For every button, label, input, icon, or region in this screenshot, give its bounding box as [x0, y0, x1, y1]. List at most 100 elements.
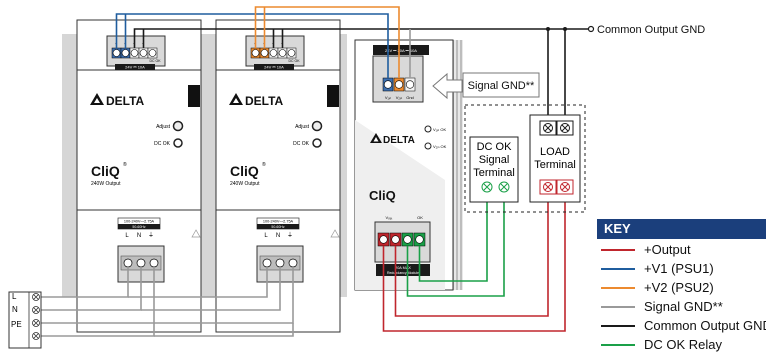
psu2-front-panel: [215, 69, 341, 211]
v2-ok-led-icon: [424, 142, 432, 150]
psu1-front-panel: [76, 69, 202, 211]
psu2: + + − − DC OK 24V ⎓ 10A DELTA Adjust DC …: [205, 19, 347, 333]
wire-v1: [115, 13, 389, 78]
psu1-output-label: 240W Output: [91, 181, 121, 187]
psu2-side-stripe: [327, 85, 339, 107]
wire-plus-output: [382, 192, 566, 332]
redundancy-v2-ok-label: V₂ᵢₙ OK: [433, 144, 447, 149]
psu2-adjust-label: Adjust: [295, 124, 310, 130]
redundancy-top-rating: 24V ⎓ 20A ⎓ 10A: [385, 48, 417, 53]
psu2-brand: DELTA: [245, 94, 284, 108]
field-terminals-dashed-frame: [464, 104, 586, 213]
mains-label-n: N: [12, 305, 18, 314]
redundancy-input-label: V₁ᵢₙ: [385, 95, 392, 100]
redundancy-out-label: Vₒᵤₜ: [386, 215, 393, 220]
mains-terminal: L N PE: [8, 291, 42, 349]
key-label: +Output: [644, 242, 691, 257]
wire-v2: [254, 6, 400, 78]
signal-gnd-callout: Signal GND**: [432, 72, 540, 100]
dcok-terminal-label: Terminal: [473, 167, 515, 179]
psu1-series-logo: CliQ: [91, 163, 120, 179]
key-legend: KEY +Output +V1 (PSU1) +V2 (PSU2) Signal…: [597, 219, 766, 356]
wire-plus-output: [394, 192, 549, 317]
psu2-input-label: L: [264, 233, 268, 239]
psu2-output-screws: [250, 47, 297, 59]
psu1: + + − − DC OK 24V ⎓ 10A DELTA Adjust DC …: [62, 19, 214, 333]
psu1-input-label: N: [137, 233, 141, 239]
psu2-series-mark: ®: [262, 161, 266, 168]
dcok-signal-terminal: [469, 136, 519, 203]
psu2-terminal-label: DC OK: [288, 59, 300, 63]
wire-dcok-relay: [406, 192, 505, 297]
dcok-terminal-label: DC OK: [477, 141, 513, 153]
wire-common-gnd: [133, 28, 591, 48]
psu1-input-label: L: [125, 233, 129, 239]
key-swatch-v1: [601, 268, 635, 270]
redundancy-top-strip: [373, 45, 429, 55]
redundancy-v1-ok-label: V₁ᵢₙ OK: [433, 127, 446, 132]
key-swatch-v2: [601, 287, 635, 289]
redundancy-module: 24V ⎓ 20A ⎓ 10A V₁ᵢₙ V₂ᵢₙ Gnd DELTA V₁ᵢₙ…: [354, 39, 463, 291]
redundancy-ok-label: OK: [417, 215, 423, 220]
key-label: +V1 (PSU1): [644, 261, 714, 276]
key-label: Common Output GND: [644, 318, 766, 333]
junction-dot: [563, 27, 567, 31]
psu2-input-label: N: [276, 233, 280, 239]
psu2-input-label: ⏚: [287, 232, 293, 239]
key-swatch-common-gnd: [601, 325, 635, 327]
psu2-dcok-label: DC OK: [293, 141, 310, 147]
warning-icon: [330, 229, 340, 238]
mains-label-l: L: [12, 292, 17, 301]
redundancy-brand: DELTA: [383, 135, 415, 146]
psu1-series-mark: ®: [123, 161, 127, 168]
redundancy-input-label: V₂ᵢₙ: [396, 95, 403, 100]
key-item: Common Output GND: [597, 317, 766, 335]
load-terminal-label: Terminal: [534, 159, 576, 171]
key-label: Signal GND**: [644, 299, 723, 314]
key-item: +Output: [597, 241, 766, 259]
field-terminals: DC OK Signal Terminal LOAD Terminal: [464, 104, 586, 213]
load-terminal-label: LOAD: [540, 146, 570, 158]
signal-gnd-label: Signal GND**: [468, 80, 535, 92]
psu1-input-label: ⏚: [148, 232, 154, 239]
key-item: +V1 (PSU1): [597, 260, 766, 278]
common-gnd-terminal-icon: [587, 25, 595, 33]
wires: [40, 6, 595, 337]
callout-arrow-icon: [432, 72, 463, 100]
dcok-terminal-label: Signal: [479, 154, 510, 166]
key-item: DC OK Relay: [597, 336, 766, 354]
mains-label-pe: PE: [11, 320, 22, 329]
redundancy-bottom-label-2: Redundancy Module: [387, 271, 419, 275]
psu1-side-stripe: [188, 85, 200, 107]
wire-mains-l: [128, 267, 268, 298]
signal-gnd-callout-box: [462, 72, 540, 98]
redundancy-bottom-strip: [376, 264, 430, 276]
v1-ok-led-icon: [424, 125, 432, 133]
psu1-input-rating-line1: 100-240V⁓2.75A: [124, 220, 155, 224]
redundancy-series-logo: CliQ: [369, 188, 396, 203]
psu1-brand: DELTA: [106, 94, 145, 108]
psu2-rating-strip: [254, 64, 294, 70]
key-title: KEY: [597, 219, 766, 239]
psu2-series-logo: CliQ: [230, 163, 259, 179]
psu1-adjust-label: Adjust: [156, 124, 171, 130]
psu1-rating-label: 24V ⎓ 10A: [125, 65, 145, 70]
common-output-gnd-label: Common Output GND: [597, 24, 705, 36]
key-label: +V2 (PSU2): [644, 280, 714, 295]
dcok-led-icon: [312, 138, 322, 148]
key-item: Signal GND**: [597, 298, 766, 316]
psu1-output-screws: [111, 47, 158, 59]
wire-mains-n: [141, 267, 281, 311]
wire-mains-pe: [154, 323, 294, 337]
warning-icon: [191, 229, 201, 238]
adjust-potentiometer-icon: [172, 120, 184, 132]
dcok-led-icon: [173, 138, 183, 148]
psu2-input-rating-line2: 50-60Hz: [271, 225, 284, 229]
psu1-input-rating-line2: 50-60Hz: [132, 225, 145, 229]
redundancy-input-label: Gnd: [406, 95, 414, 100]
psu1-terminal-label: DC OK: [149, 59, 161, 63]
psu2-output-label: 240W Output: [230, 181, 260, 187]
adjust-potentiometer-icon: [311, 120, 323, 132]
key-item: +V2 (PSU2): [597, 279, 766, 297]
